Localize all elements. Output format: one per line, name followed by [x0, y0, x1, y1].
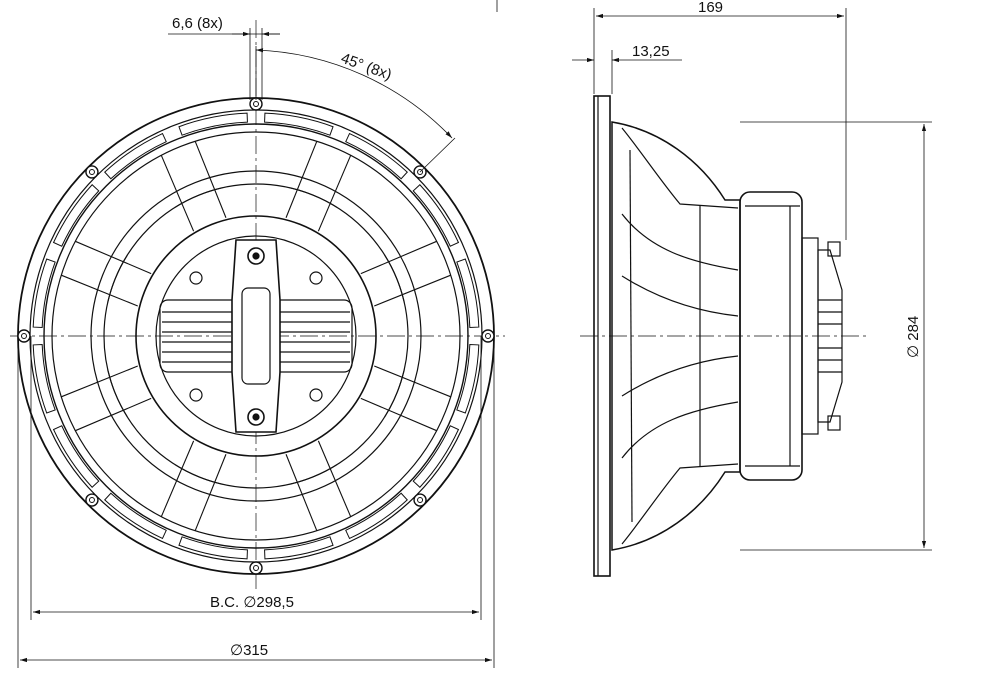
- spoke-edge: [75, 240, 152, 275]
- rim-slot: [264, 536, 334, 560]
- mounting-hole-center: [253, 565, 259, 571]
- rim-slot: [52, 184, 100, 247]
- spoke-edge: [194, 454, 227, 531]
- rim-slot: [345, 492, 408, 540]
- terminal-screw-bottom: [247, 408, 265, 426]
- mounting-hole-center: [417, 497, 424, 504]
- basket-rib-mid-top: [621, 213, 739, 271]
- flange: [593, 95, 611, 577]
- spoke-edge: [160, 155, 195, 232]
- spoke-edge: [61, 365, 138, 398]
- magnet-ring: [135, 215, 377, 457]
- rim-slot: [52, 425, 100, 488]
- basket-rib-lower: [621, 401, 739, 459]
- spoke-arc: [384, 369, 405, 418]
- spoke-edge: [360, 397, 437, 432]
- rim-slot: [178, 112, 248, 136]
- spoke-edge: [317, 155, 352, 232]
- rim-slot: [32, 258, 56, 328]
- angle-dim-arc: [255, 48, 453, 139]
- bolt-circle-label: B.C. ∅298,5: [210, 594, 294, 611]
- basket-window-1: [629, 149, 633, 523]
- basket-rib-top: [621, 127, 739, 209]
- spoke-edge: [285, 141, 318, 218]
- heatsink: [817, 249, 843, 423]
- angle-ext-line: [419, 137, 456, 173]
- terminal-screw-bottom-center: [252, 413, 260, 421]
- basket-rib-mid: [621, 275, 739, 317]
- spoke-arc: [289, 464, 338, 485]
- front-view: [10, 20, 505, 668]
- spoke-edge: [374, 274, 451, 307]
- rim-slot: [104, 132, 167, 180]
- rim-slot: [456, 344, 480, 414]
- spoke-arc: [384, 254, 405, 303]
- spoke-edge: [160, 440, 195, 517]
- basket-ring-inner: [103, 183, 409, 489]
- baffle-cutout-label: ∅ 284: [905, 316, 922, 358]
- spoke-edge: [374, 365, 451, 398]
- spoke-edge: [285, 454, 318, 531]
- spoke-arc: [174, 187, 223, 208]
- basket-rib-mid-bottom: [621, 355, 739, 397]
- spoke-edge: [75, 397, 152, 432]
- basket-rib-bottom: [621, 463, 739, 545]
- spoke-edge: [317, 440, 352, 517]
- mounting-hole: [85, 165, 99, 179]
- mounting-hole-center: [88, 168, 95, 175]
- mounting-hole-center: [485, 333, 491, 339]
- side-view: [572, 8, 932, 577]
- depth-label: 169: [698, 0, 723, 16]
- spoke-edge: [61, 274, 138, 307]
- mounting-hole: [413, 493, 427, 507]
- spoke-edge: [194, 141, 227, 218]
- plate-screw-3: [189, 388, 203, 402]
- terminal-top: [827, 241, 841, 257]
- spoke-arc: [289, 187, 338, 208]
- spoke-arc: [174, 464, 223, 485]
- hole-angle-label: 45° (8x): [339, 50, 394, 84]
- rim-slot: [104, 492, 167, 540]
- flange-thickness-label: 13,25: [632, 43, 670, 60]
- terminal-bar-inner: [241, 287, 271, 385]
- mounting-hole-center: [88, 497, 95, 504]
- mounting-holes: [17, 97, 495, 575]
- rim-segments: [32, 112, 480, 560]
- terminal-screw-top-center: [252, 252, 260, 260]
- mounting-hole-center: [21, 333, 27, 339]
- mounting-hole: [481, 329, 495, 343]
- hole-diameter-label: 6,6 (8x): [172, 15, 223, 32]
- basket-spokes: [61, 141, 451, 531]
- mounting-hole-center: [417, 168, 424, 175]
- rim-slot: [412, 425, 460, 488]
- rim-slot: [32, 344, 56, 414]
- mounting-hole: [17, 329, 31, 343]
- mounting-hole: [85, 493, 99, 507]
- spoke-arc: [107, 254, 128, 303]
- rim-slot: [178, 536, 248, 560]
- terminal-bottom: [827, 415, 841, 431]
- rim-slot: [345, 132, 408, 180]
- mounting-hole: [249, 561, 263, 575]
- basket-ring: [90, 170, 422, 502]
- outer-diameter-label: ∅315: [230, 642, 268, 659]
- spoke-edge: [360, 240, 437, 275]
- rim-slot: [456, 258, 480, 328]
- rim-slot: [412, 184, 460, 247]
- terminal-screw-top: [247, 247, 265, 265]
- magnet-ring-inner: [155, 235, 357, 437]
- motor-plate: [159, 239, 353, 433]
- plate-screw-1: [189, 271, 203, 285]
- plate-screw-4: [309, 388, 323, 402]
- spoke-arc: [107, 369, 128, 418]
- plate-screw-2: [309, 271, 323, 285]
